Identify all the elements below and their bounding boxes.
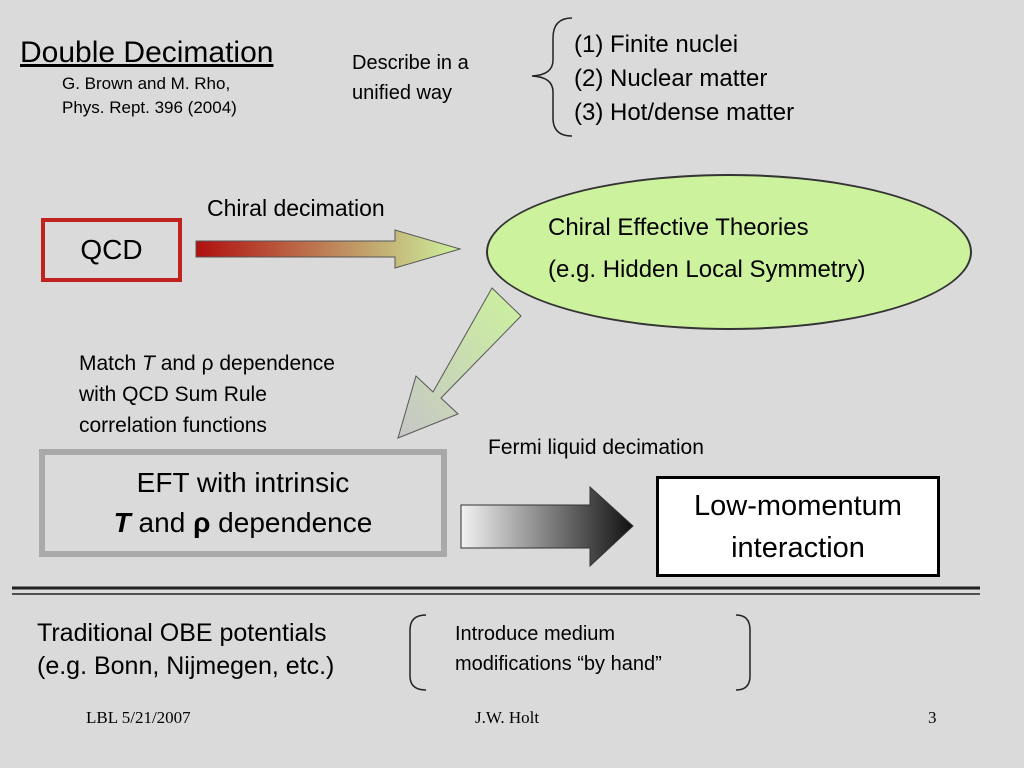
medium-line2: modifications “by hand” (455, 653, 662, 675)
match-and: and (154, 352, 202, 375)
describe-line1: Describe in a (352, 52, 469, 74)
match-arrow (397, 287, 522, 439)
eft-density-box: EFT with intrinsic T and ρ dependence (39, 449, 447, 557)
medium-text: Introduce medium modifications “by hand” (455, 619, 662, 679)
low-momentum-line1: Low-momentum (694, 489, 902, 522)
chiral-decimation-label: Chiral decimation (207, 195, 385, 221)
describe-line2: unified way (352, 82, 453, 104)
eft-box-suffix: dependence (210, 507, 373, 538)
qcd-label: QCD (80, 234, 143, 265)
footer-date: LBL 5/21/2007 (86, 708, 191, 727)
footer-page-number: 3 (928, 708, 937, 727)
reference-journal: Phys. Rept. 396 (2004) (62, 98, 237, 117)
chiral-eft-title: Chiral Effective Theories (548, 214, 809, 241)
medium-bracket-left (409, 614, 427, 691)
reference: G. Brown and M. Rho, Phys. Rept. 396 (20… (62, 72, 237, 120)
obe-text: Traditional OBE potentials (e.g. Bonn, N… (37, 617, 334, 683)
match-prefix: Match (79, 352, 143, 375)
eft-box-line2: T and ρ dependence (114, 503, 373, 543)
medium-bracket-right (735, 614, 751, 691)
obe-line1: Traditional OBE potentials (37, 619, 327, 647)
match-text: Match T and ρ dependence with QCD Sum Ru… (79, 348, 335, 441)
low-momentum-box: Low-momentum interaction (656, 476, 940, 577)
match-T: T (142, 352, 155, 375)
topic-item: (2) Nuclear matter (574, 65, 768, 92)
fermi-decimation-label: Fermi liquid decimation (488, 436, 704, 459)
qcd-box: QCD (41, 218, 182, 282)
low-momentum-line2: interaction (731, 531, 865, 564)
fermi-decimation-arrow (460, 485, 634, 568)
describe-text: Describe in a unified way (352, 48, 469, 108)
topics-list: (1) Finite nuclei (2) Nuclear matter (3)… (574, 28, 794, 130)
eft-box-rho: ρ (193, 507, 211, 538)
topics-brace (531, 17, 573, 137)
topic-item: (3) Hot/dense matter (574, 99, 795, 126)
eft-box-line1: EFT with intrinsic (136, 467, 350, 498)
match-line1: Match T and ρ dependence (79, 348, 335, 379)
medium-line1: Introduce medium (455, 623, 616, 645)
match-rho: ρ (201, 352, 214, 375)
page-title: Double Decimation (20, 36, 274, 69)
reference-authors: G. Brown and M. Rho, (62, 74, 231, 93)
eft-box-T: T (113, 507, 131, 538)
chiral-eft-example: (e.g. Hidden Local Symmetry) (548, 256, 866, 283)
match-suffix: dependence (213, 352, 335, 375)
chiral-eft-ellipse (486, 174, 972, 330)
obe-line2: (e.g. Bonn, Nijmegen, etc.) (37, 652, 335, 680)
topic-item: (1) Finite nuclei (574, 31, 739, 58)
match-line3: correlation functions (79, 414, 267, 437)
match-line2: with QCD Sum Rule (79, 383, 267, 406)
footer-author: J.W. Holt (475, 708, 540, 727)
chiral-decimation-arrow (195, 229, 462, 269)
eft-box-and: and (130, 507, 194, 538)
